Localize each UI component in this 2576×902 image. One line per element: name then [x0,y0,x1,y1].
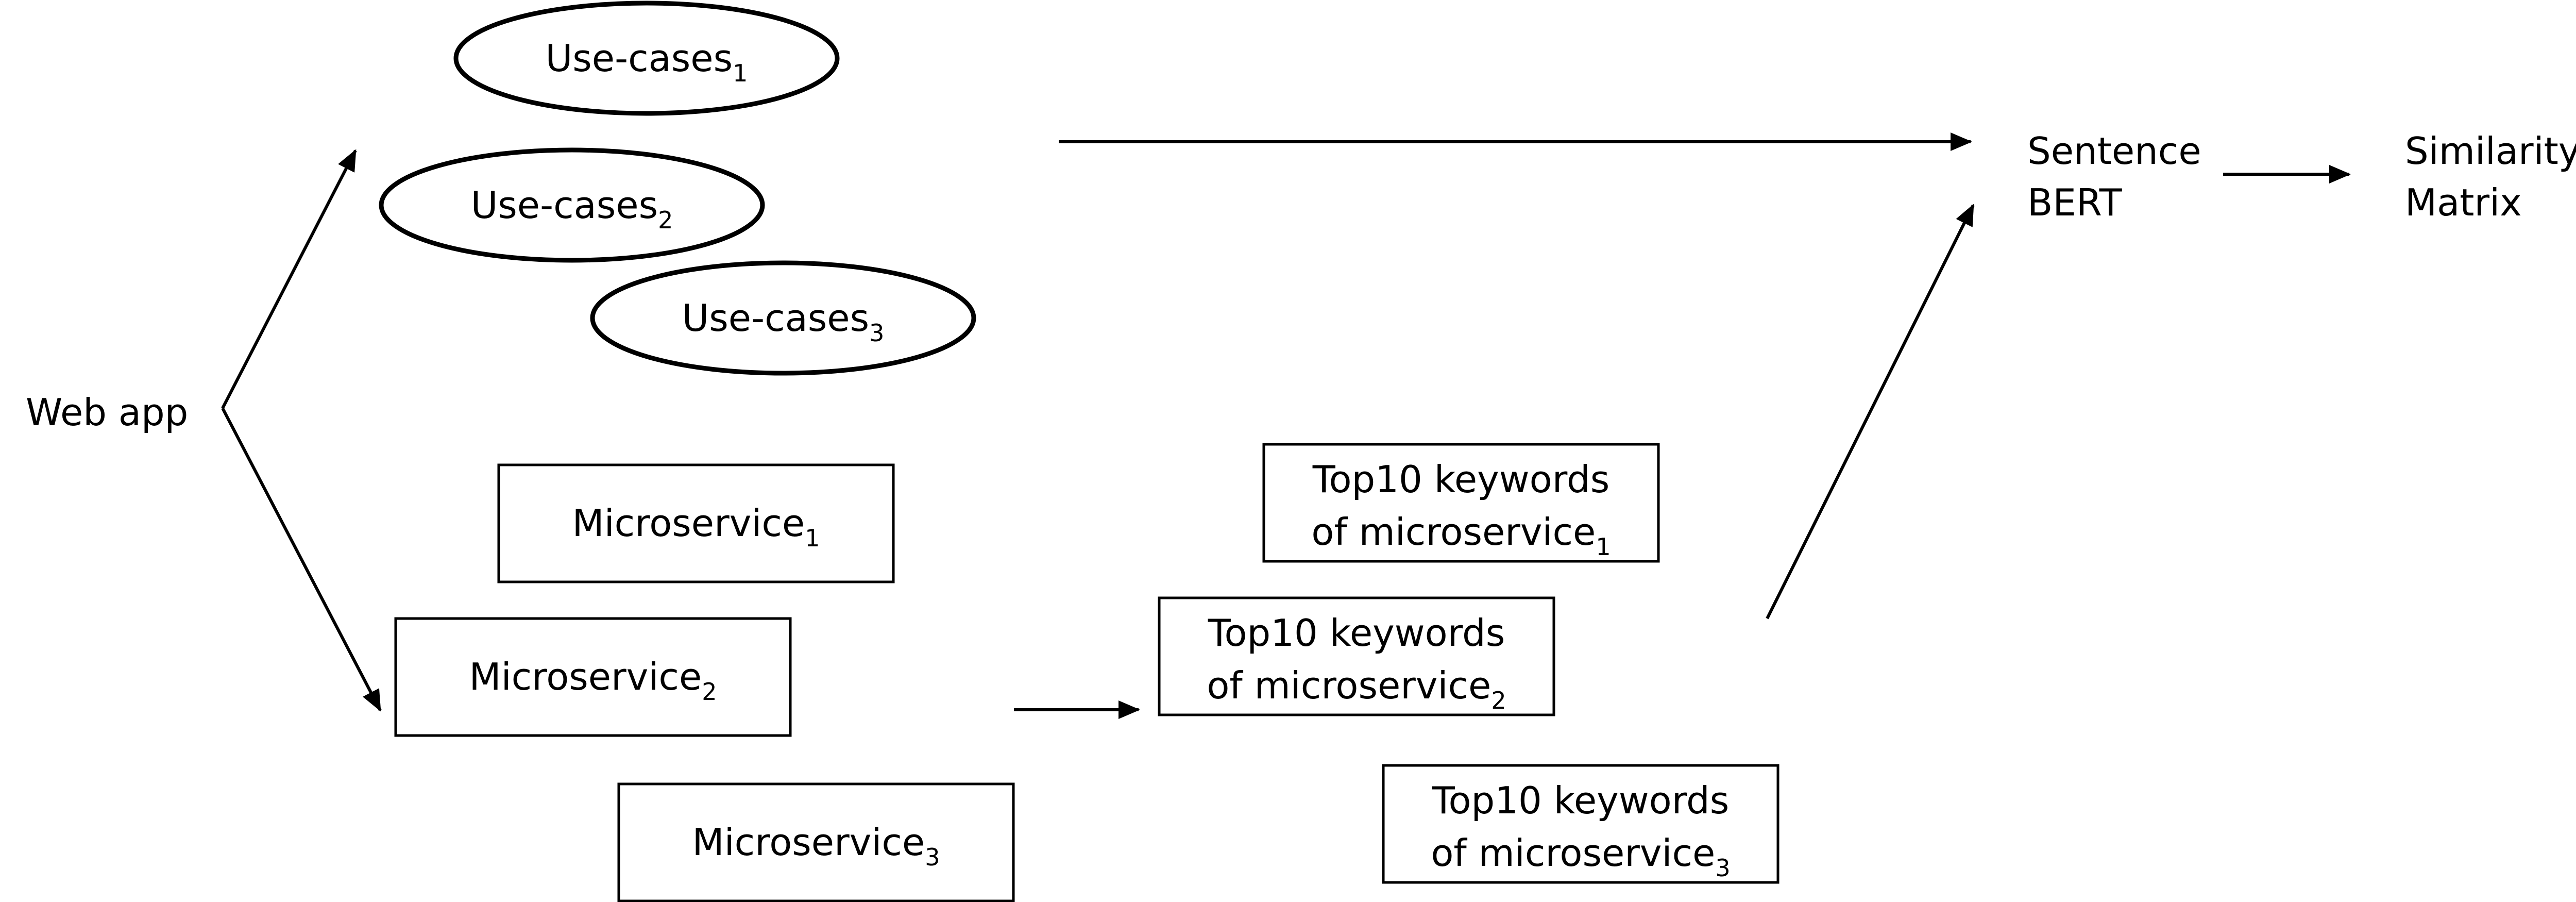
web-app-label: Web app [26,391,188,434]
use-case-1-label: Use-cases1 [546,37,748,87]
keywords-3-label: Top10 keywords [1432,779,1730,822]
use-case-3-ellipse [590,260,976,376]
microservice-2-label: Microservice2 [469,655,717,706]
similarity-matrix-label: Similarity [2405,129,2576,173]
keywords-2-box [1158,596,1555,716]
keywords-1-box [1262,443,1660,563]
microservice-3-box [617,782,1015,902]
keywords-3-label-line2: of microservice3 [1431,831,1730,882]
keywords-1: Top10 keywords of microservice1 [1262,443,1660,563]
microservice-3: Microservice3 [617,782,1015,902]
arrow-webapp-to-microservices [221,407,382,712]
sentence-bert-label-line2: BERT [2027,181,2123,224]
similarity-matrix-label-line2: Matrix [2405,181,2522,224]
keywords-2-label: Top10 keywords [1208,611,1505,655]
microservice-2-box [394,617,792,737]
use-case-2: Use-cases2 [379,147,765,263]
microservice-1-label: Microservice1 [572,502,820,552]
microservice-1-box [497,463,895,583]
use-case-3-label: Use-cases3 [682,296,885,347]
arrow-keywords-to-bert [1766,204,1975,620]
microservice-1: Microservice1 [497,463,895,583]
keywords-2: Top10 keywords of microservice2 [1158,596,1555,716]
arrow-webapp-to-use-cases [221,149,357,409]
use-case-3: Use-cases3 [590,260,976,376]
microservice-2: Microservice2 [394,617,792,737]
use-case-2-label: Use-cases2 [471,183,673,234]
keywords-3: Top10 keywords of microservice3 [1382,764,1780,884]
sentence-bert-label: Sentence [2027,129,2201,173]
keywords-2-label-line2: of microservice2 [1207,664,1506,714]
keywords-1-label-line2: of microservice1 [1311,510,1611,561]
keywords-3-box [1382,764,1780,884]
keywords-1-label: Top10 keywords [1312,458,1610,501]
use-case-1-ellipse [453,1,840,116]
use-case-2-ellipse [379,147,765,263]
microservice-3-label: Microservice3 [692,821,940,871]
use-case-1: Use-cases1 [453,1,840,116]
